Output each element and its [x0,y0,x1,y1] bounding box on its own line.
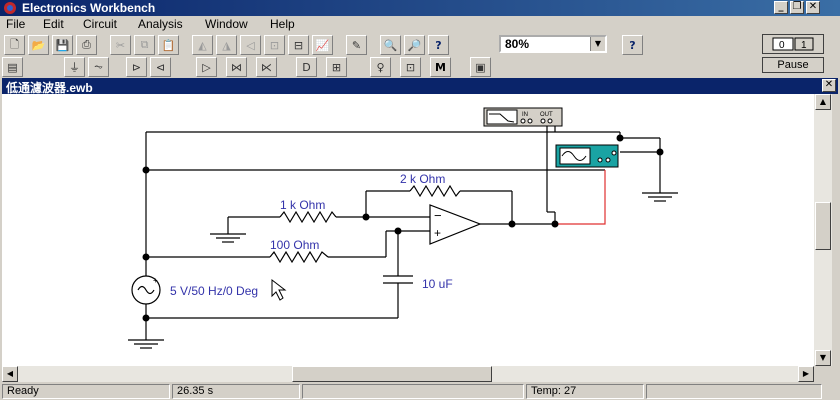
menu-analysis[interactable]: Analysis [138,17,183,31]
menu-help[interactable]: Help [270,17,295,31]
horizontal-scrollbar[interactable]: ◀ ▶ [2,366,814,382]
junction-dots [142,134,664,322]
paste-icon[interactable]: 📋 [158,35,179,55]
digital-ic-bin-icon[interactable]: ⋉ [256,57,277,77]
scroll-left-icon[interactable]: ◀ [2,366,18,382]
resistor-2k[interactable] [409,184,461,198]
status-empty [302,384,524,399]
transistors-bin-icon[interactable]: ⊲ [150,57,171,77]
controls-bin-icon[interactable]: ⊡ [400,57,421,77]
create-subcircuit-icon[interactable]: ⊟ [288,35,309,55]
horizontal-scroll-thumb[interactable] [292,366,492,382]
menu-window[interactable]: Window [205,17,248,31]
new-file-icon[interactable]: 🗋 [4,35,25,55]
ground-icon [210,233,246,243]
help-button[interactable]: ? [428,35,449,55]
menu-circuit[interactable]: Circuit [83,17,118,31]
opamp-plus-label: + [434,226,441,240]
basic-bin-icon[interactable]: ⏦ [88,57,109,77]
indicators-bin-icon[interactable]: ♀ [370,57,391,77]
scope-probe-wire[interactable] [555,170,606,225]
cut-icon[interactable]: ✂ [110,35,131,55]
digital-bin-icon[interactable]: ⊞ [326,57,347,77]
sine-icon [137,285,155,295]
diodes-bin-icon[interactable]: ⊳ [126,57,147,77]
scroll-right-icon[interactable]: ▶ [798,366,814,382]
source-label: 5 V/50 Hz/0 Deg [170,284,258,298]
flip-horizontal-icon[interactable]: ◮ [216,35,237,55]
schematic: − + + IN OUT [128,107,678,349]
opamp-minus-label: − [434,208,442,223]
instruments-bin-icon[interactable]: ▣ [470,57,491,77]
opamp[interactable] [429,204,482,245]
component-properties-icon[interactable]: ⊡ [264,35,285,55]
bode-in-label: IN [522,112,528,118]
sources-bin-icon[interactable]: ⏚ [64,57,85,77]
chevron-down-icon[interactable]: ▼ [590,37,605,51]
rotate-icon[interactable]: ◭ [192,35,213,55]
analog-ic-bin-icon[interactable]: ▷ [196,57,217,77]
logic-gates-bin-icon[interactable]: D [296,57,317,77]
standard-toolbar: 🗋 📂 💾 ⎙ ✂ ⧉ 📋 ◭ ◮ ◁ ⊡ ⊟ 📈 ✎ 🔍 🔎 ? [0,34,760,56]
vertical-scroll-thumb[interactable] [815,202,831,250]
favorites-bin-icon[interactable]: ▤ [2,57,23,77]
document-title: 低通濾波器.ewb [6,81,93,95]
description-icon[interactable]: ✎ [346,35,367,55]
bode-plotter[interactable]: IN OUT [483,107,563,127]
status-time: 26.35 s [172,384,300,399]
restore-button[interactable]: ❐ [790,1,804,14]
graph-icon[interactable]: 📈 [312,35,333,55]
app-title: Electronics Workbench [22,1,156,15]
zoom-out-icon[interactable]: 🔍 [380,35,401,55]
oscilloscope[interactable] [555,144,619,168]
copy-icon[interactable]: ⧉ [134,35,155,55]
parts-toolbar: ▤ ⏚ ⏦ ⊳ ⊲ ▷ ⋈ ⋉ D ⊞ ♀ ⊡ M ▣ [0,56,760,78]
document-title-bar: 低通濾波器.ewb ✕ [2,78,838,95]
resistor-1k-label: 1 k Ohm [280,198,325,212]
ground-icon [128,339,164,349]
resistor-100[interactable] [269,250,329,264]
source-plus-sign: + [153,276,158,285]
resistor-100-label: 100 Ohm [270,238,319,252]
status-temp: Temp: 27 [526,384,644,399]
miscellaneous-bin-icon[interactable]: M [430,57,451,77]
ground-icon [642,192,678,202]
close-button[interactable]: ✕ [806,1,820,14]
zoom-in-icon[interactable]: 🔎 [404,35,425,55]
mixed-ic-bin-icon[interactable]: ⋈ [226,57,247,77]
app-logo-icon [4,2,16,14]
status-empty-2 [646,384,822,399]
menu-edit[interactable]: Edit [43,17,64,31]
zoom-select[interactable]: 80% ▼ [499,35,607,53]
status-state: Ready [2,384,170,399]
svg-text:0: 0 [779,40,785,51]
capacitor-label: 10 uF [422,277,453,291]
resistor-1k[interactable] [279,210,337,224]
flip-vertical-icon[interactable]: ◁ [240,35,261,55]
bode-out-label: OUT [540,112,553,118]
vertical-scrollbar[interactable]: ▲ ▼ [814,94,832,366]
circuit-canvas[interactable]: − + + IN OUT [2,94,814,366]
scroll-up-icon[interactable]: ▲ [815,94,831,110]
resistor-2k-label: 2 k Ohm [400,172,445,186]
save-icon[interactable]: 💾 [52,35,73,55]
svg-text:1: 1 [801,40,807,51]
minimize-button[interactable]: _ [774,1,788,14]
status-bar: Ready 26.35 s Temp: 27 [0,383,840,400]
scroll-down-icon[interactable]: ▼ [815,350,831,366]
help-question-button[interactable]: ? [622,35,643,55]
mouse-cursor-icon [271,278,287,301]
open-folder-icon[interactable]: 📂 [28,35,49,55]
app-title-bar: Electronics Workbench _ ❐ ✕ [0,0,840,16]
menu-bar: File Edit Circuit Analysis Window Help [0,16,840,34]
print-icon[interactable]: ⎙ [76,35,97,55]
zoom-value: 80% [505,37,530,51]
pause-button[interactable]: Pause [762,57,824,73]
document-close-button[interactable]: ✕ [822,79,836,92]
menu-file[interactable]: File [6,17,26,31]
